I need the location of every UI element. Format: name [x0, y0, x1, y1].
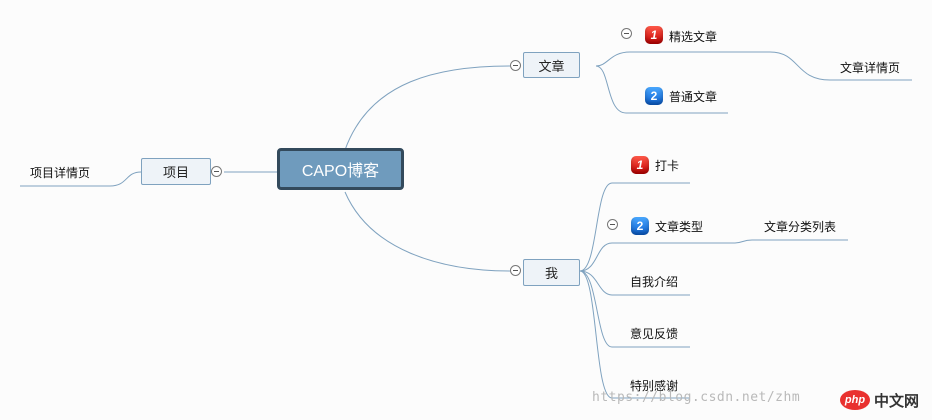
- site-logo-text: 中文网: [874, 393, 920, 410]
- me-collapse-icon[interactable]: [510, 265, 521, 276]
- normal-articles-label[interactable]: 普通文章: [669, 90, 718, 104]
- category-list-label[interactable]: 文章分类列表: [764, 220, 837, 234]
- self-intro-label[interactable]: 自我介绍: [630, 275, 679, 289]
- feedback-label[interactable]: 意见反馈: [630, 327, 679, 341]
- project-collapse-icon[interactable]: [211, 166, 222, 177]
- priority-1-icon: 1: [631, 156, 649, 174]
- featured-articles-label[interactable]: 精选文章: [669, 30, 718, 44]
- articles-collapse-icon[interactable]: [510, 60, 521, 71]
- categories-collapse-icon[interactable]: [607, 219, 618, 230]
- priority-2-icon: 2: [631, 217, 649, 235]
- watermark-url: https://blog.csdn.net/zhm: [592, 390, 801, 405]
- articles-node[interactable]: 文章: [523, 52, 580, 78]
- priority-1-icon: 1: [645, 26, 663, 44]
- project-node[interactable]: 项目: [141, 158, 211, 185]
- project-detail-label: 项目详情页: [30, 166, 91, 180]
- special-thanks-label[interactable]: 特别感谢: [630, 379, 679, 393]
- featured-collapse-icon[interactable]: [621, 28, 632, 39]
- checkin-label[interactable]: 打卡: [655, 159, 680, 173]
- article-types-label[interactable]: 文章类型: [655, 220, 704, 234]
- priority-2-icon: 2: [645, 87, 663, 105]
- php-logo-icon: php: [840, 390, 870, 410]
- me-node[interactable]: 我: [523, 259, 580, 286]
- article-detail-label[interactable]: 文章详情页: [840, 61, 901, 75]
- root-node[interactable]: CAPO博客: [277, 148, 404, 190]
